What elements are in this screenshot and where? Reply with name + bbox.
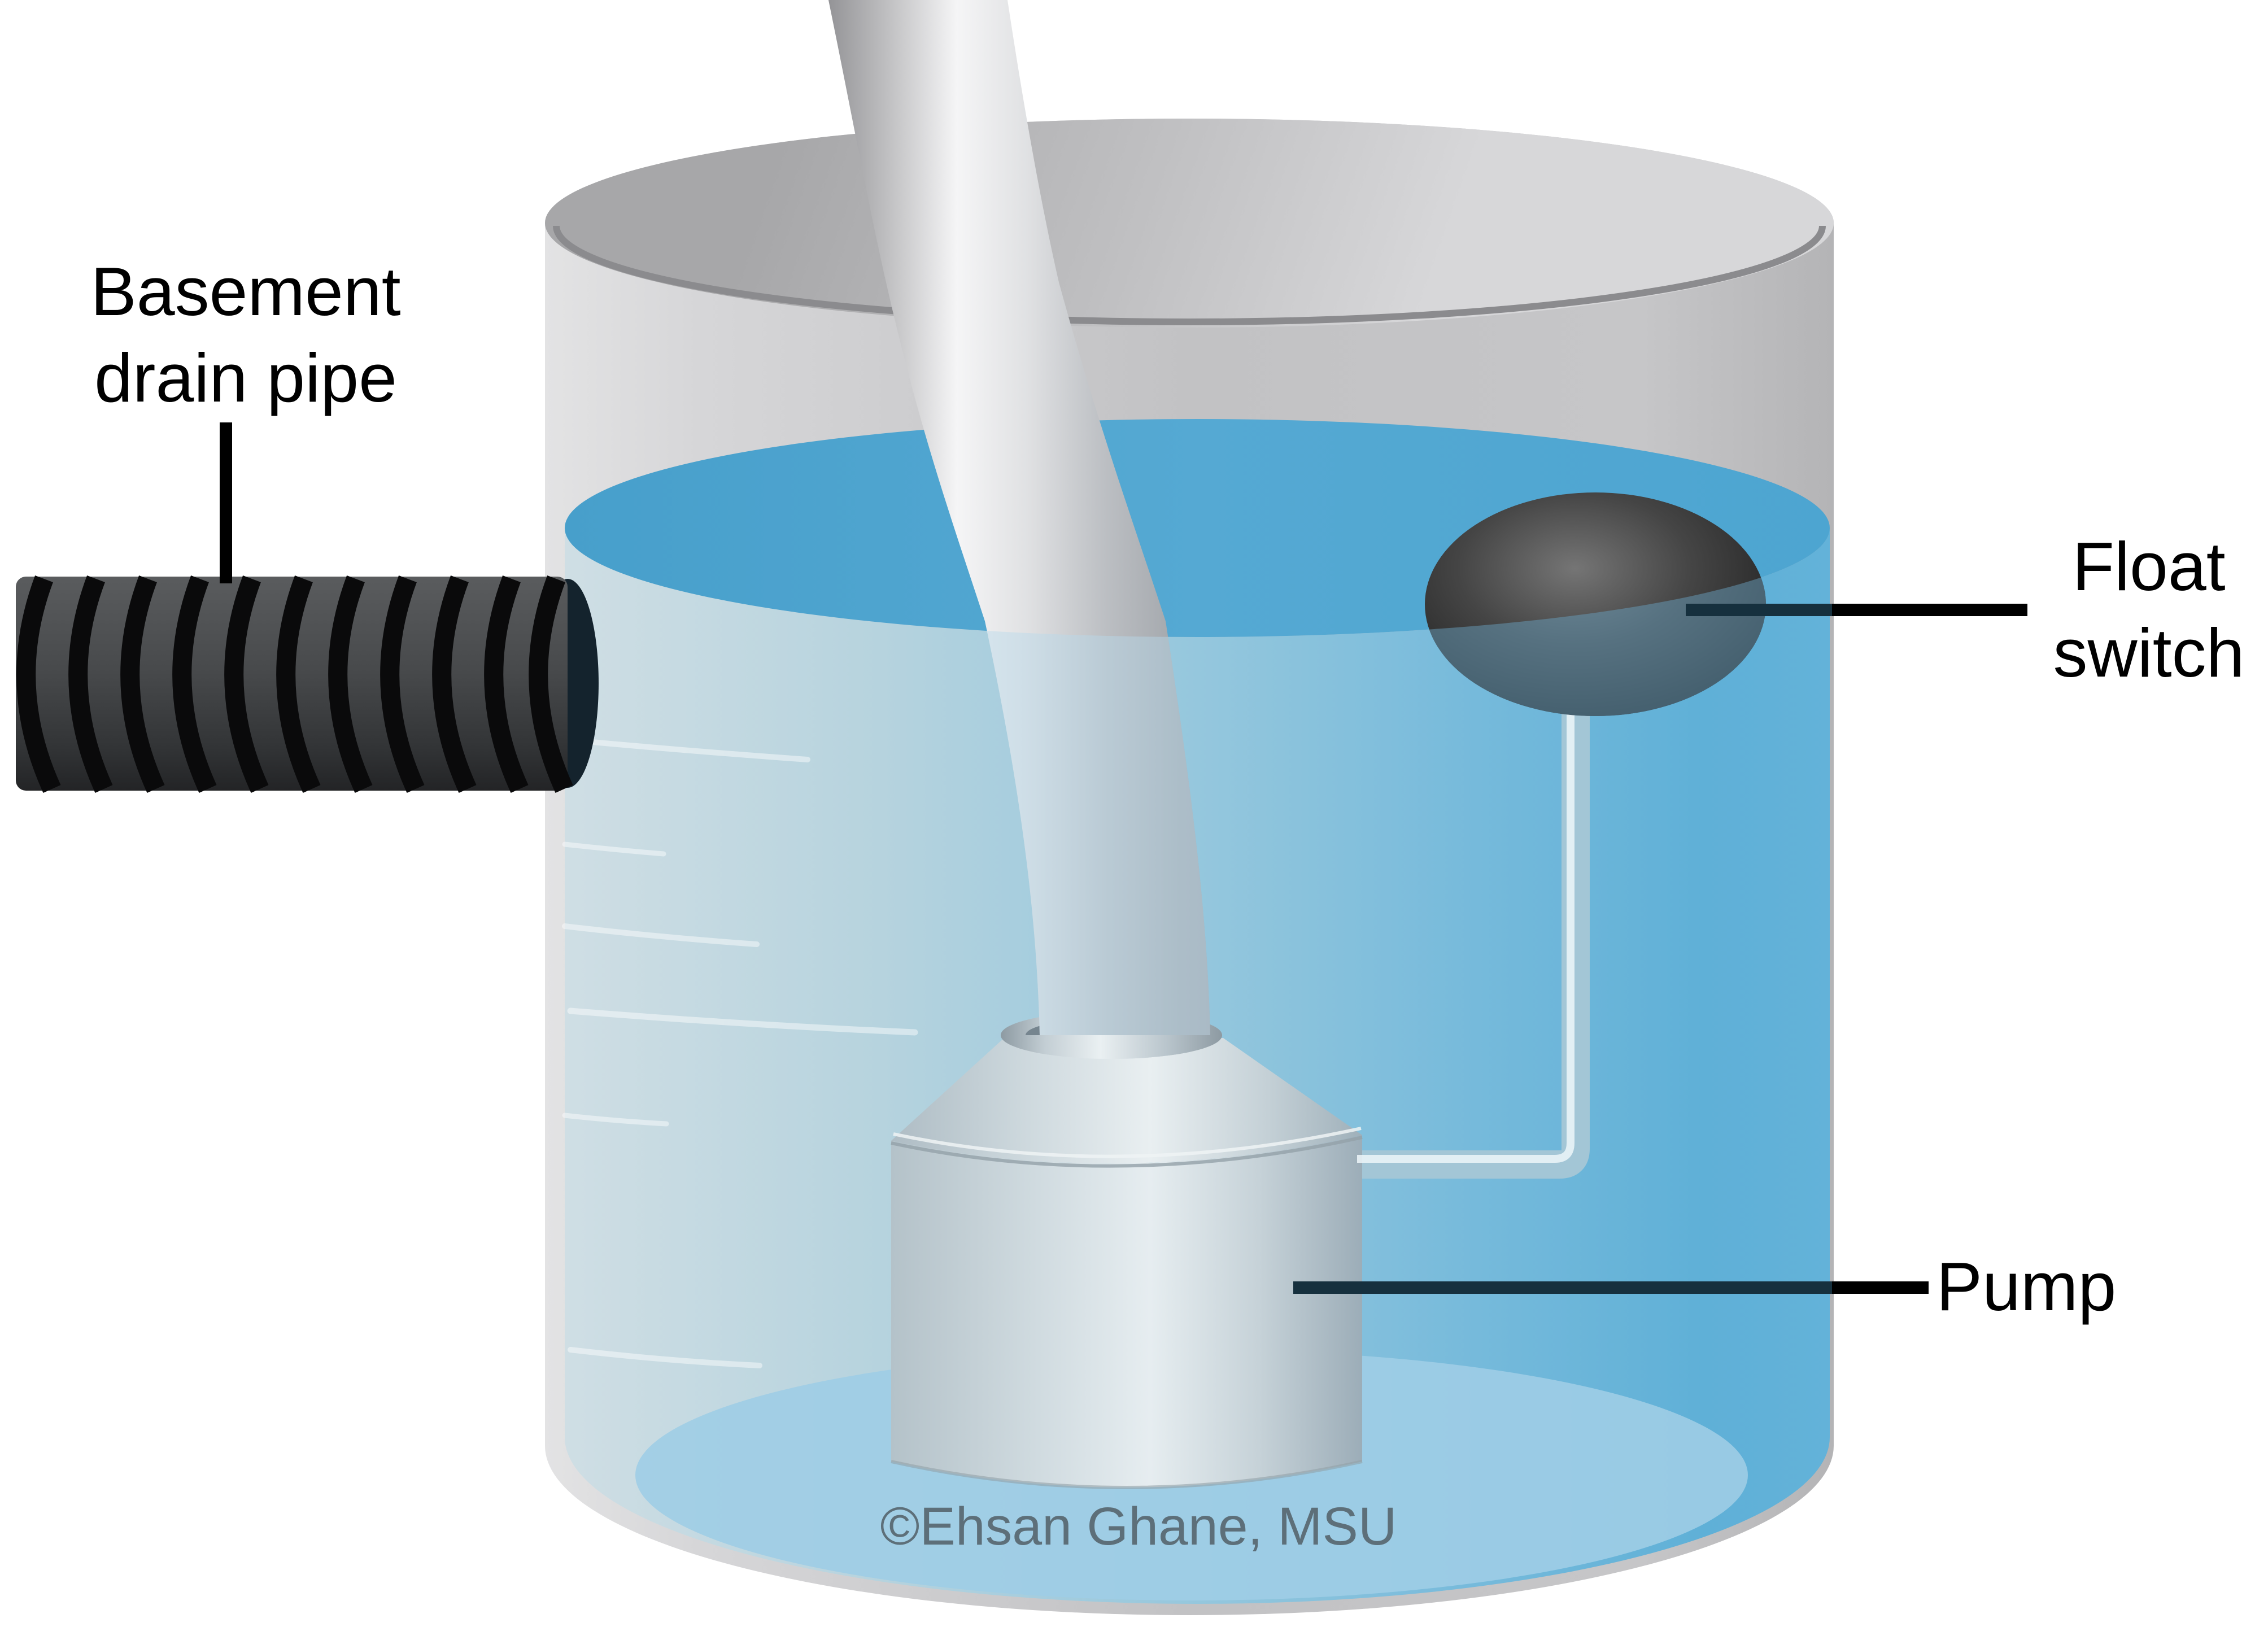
float-switch-label-line1: Float — [2072, 528, 2225, 605]
leader-lines — [220, 422, 2027, 1294]
float-switch-leader-line — [1832, 604, 2027, 616]
water-streak — [562, 923, 760, 947]
drain-pipe-rib — [224, 575, 269, 793]
float-switch — [1357, 492, 1766, 1179]
pump-collar-front-lip — [1001, 1035, 1222, 1059]
drain-pipe-rib — [328, 575, 373, 793]
drain-pipe-label-line2: drain pipe — [94, 339, 397, 416]
pump-junction-line — [891, 1136, 1363, 1168]
float-switch-leader-line-underwater — [1686, 604, 1832, 616]
water-streak — [562, 841, 666, 857]
drain-pipe-rib — [120, 575, 165, 793]
basement-drain-pipe — [16, 575, 599, 793]
discharge-pipe-body — [828, 0, 1210, 1035]
watermark: ©Ehsan Ghane, MSU — [880, 1497, 1397, 1556]
drain-pipe-rib — [380, 575, 425, 793]
drain-pipe-rib — [484, 575, 529, 793]
drain-pipe-leader-line — [220, 422, 232, 583]
pump-leader-line — [1832, 1281, 1929, 1294]
drain-pipe-ribs — [16, 575, 573, 793]
drain-pipe-rib — [172, 575, 217, 793]
float-rod-highlight — [1357, 707, 1574, 1163]
water-streaks — [562, 737, 918, 1368]
labels: Basement drain pipe Float switch Pump — [90, 253, 2244, 1325]
drain-pipe-label-line1: Basement — [90, 253, 400, 330]
pump-junction-highlight — [893, 1127, 1362, 1158]
drain-pipe-rib — [276, 575, 321, 793]
drain-pipe-rib — [432, 575, 477, 793]
water-streak — [568, 1347, 762, 1368]
pump-bottom-edge — [891, 1460, 1363, 1489]
water-streak — [562, 1113, 669, 1127]
pump-label: Pump — [1936, 1248, 2117, 1325]
drain-pipe-rib — [68, 575, 113, 793]
water-streak — [567, 1007, 918, 1036]
float-rod — [1362, 713, 1590, 1179]
water-streak — [565, 737, 810, 762]
basin-rim-arc — [553, 225, 1826, 325]
drain-pipe-rib — [529, 575, 573, 793]
pump-cone — [891, 1038, 1362, 1164]
float-switch-label-line2: switch — [2053, 614, 2245, 691]
drain-pipe-rib — [16, 575, 61, 793]
pump-leader-line-underwater — [1293, 1281, 1832, 1294]
pump-cylinder — [891, 1135, 1362, 1488]
